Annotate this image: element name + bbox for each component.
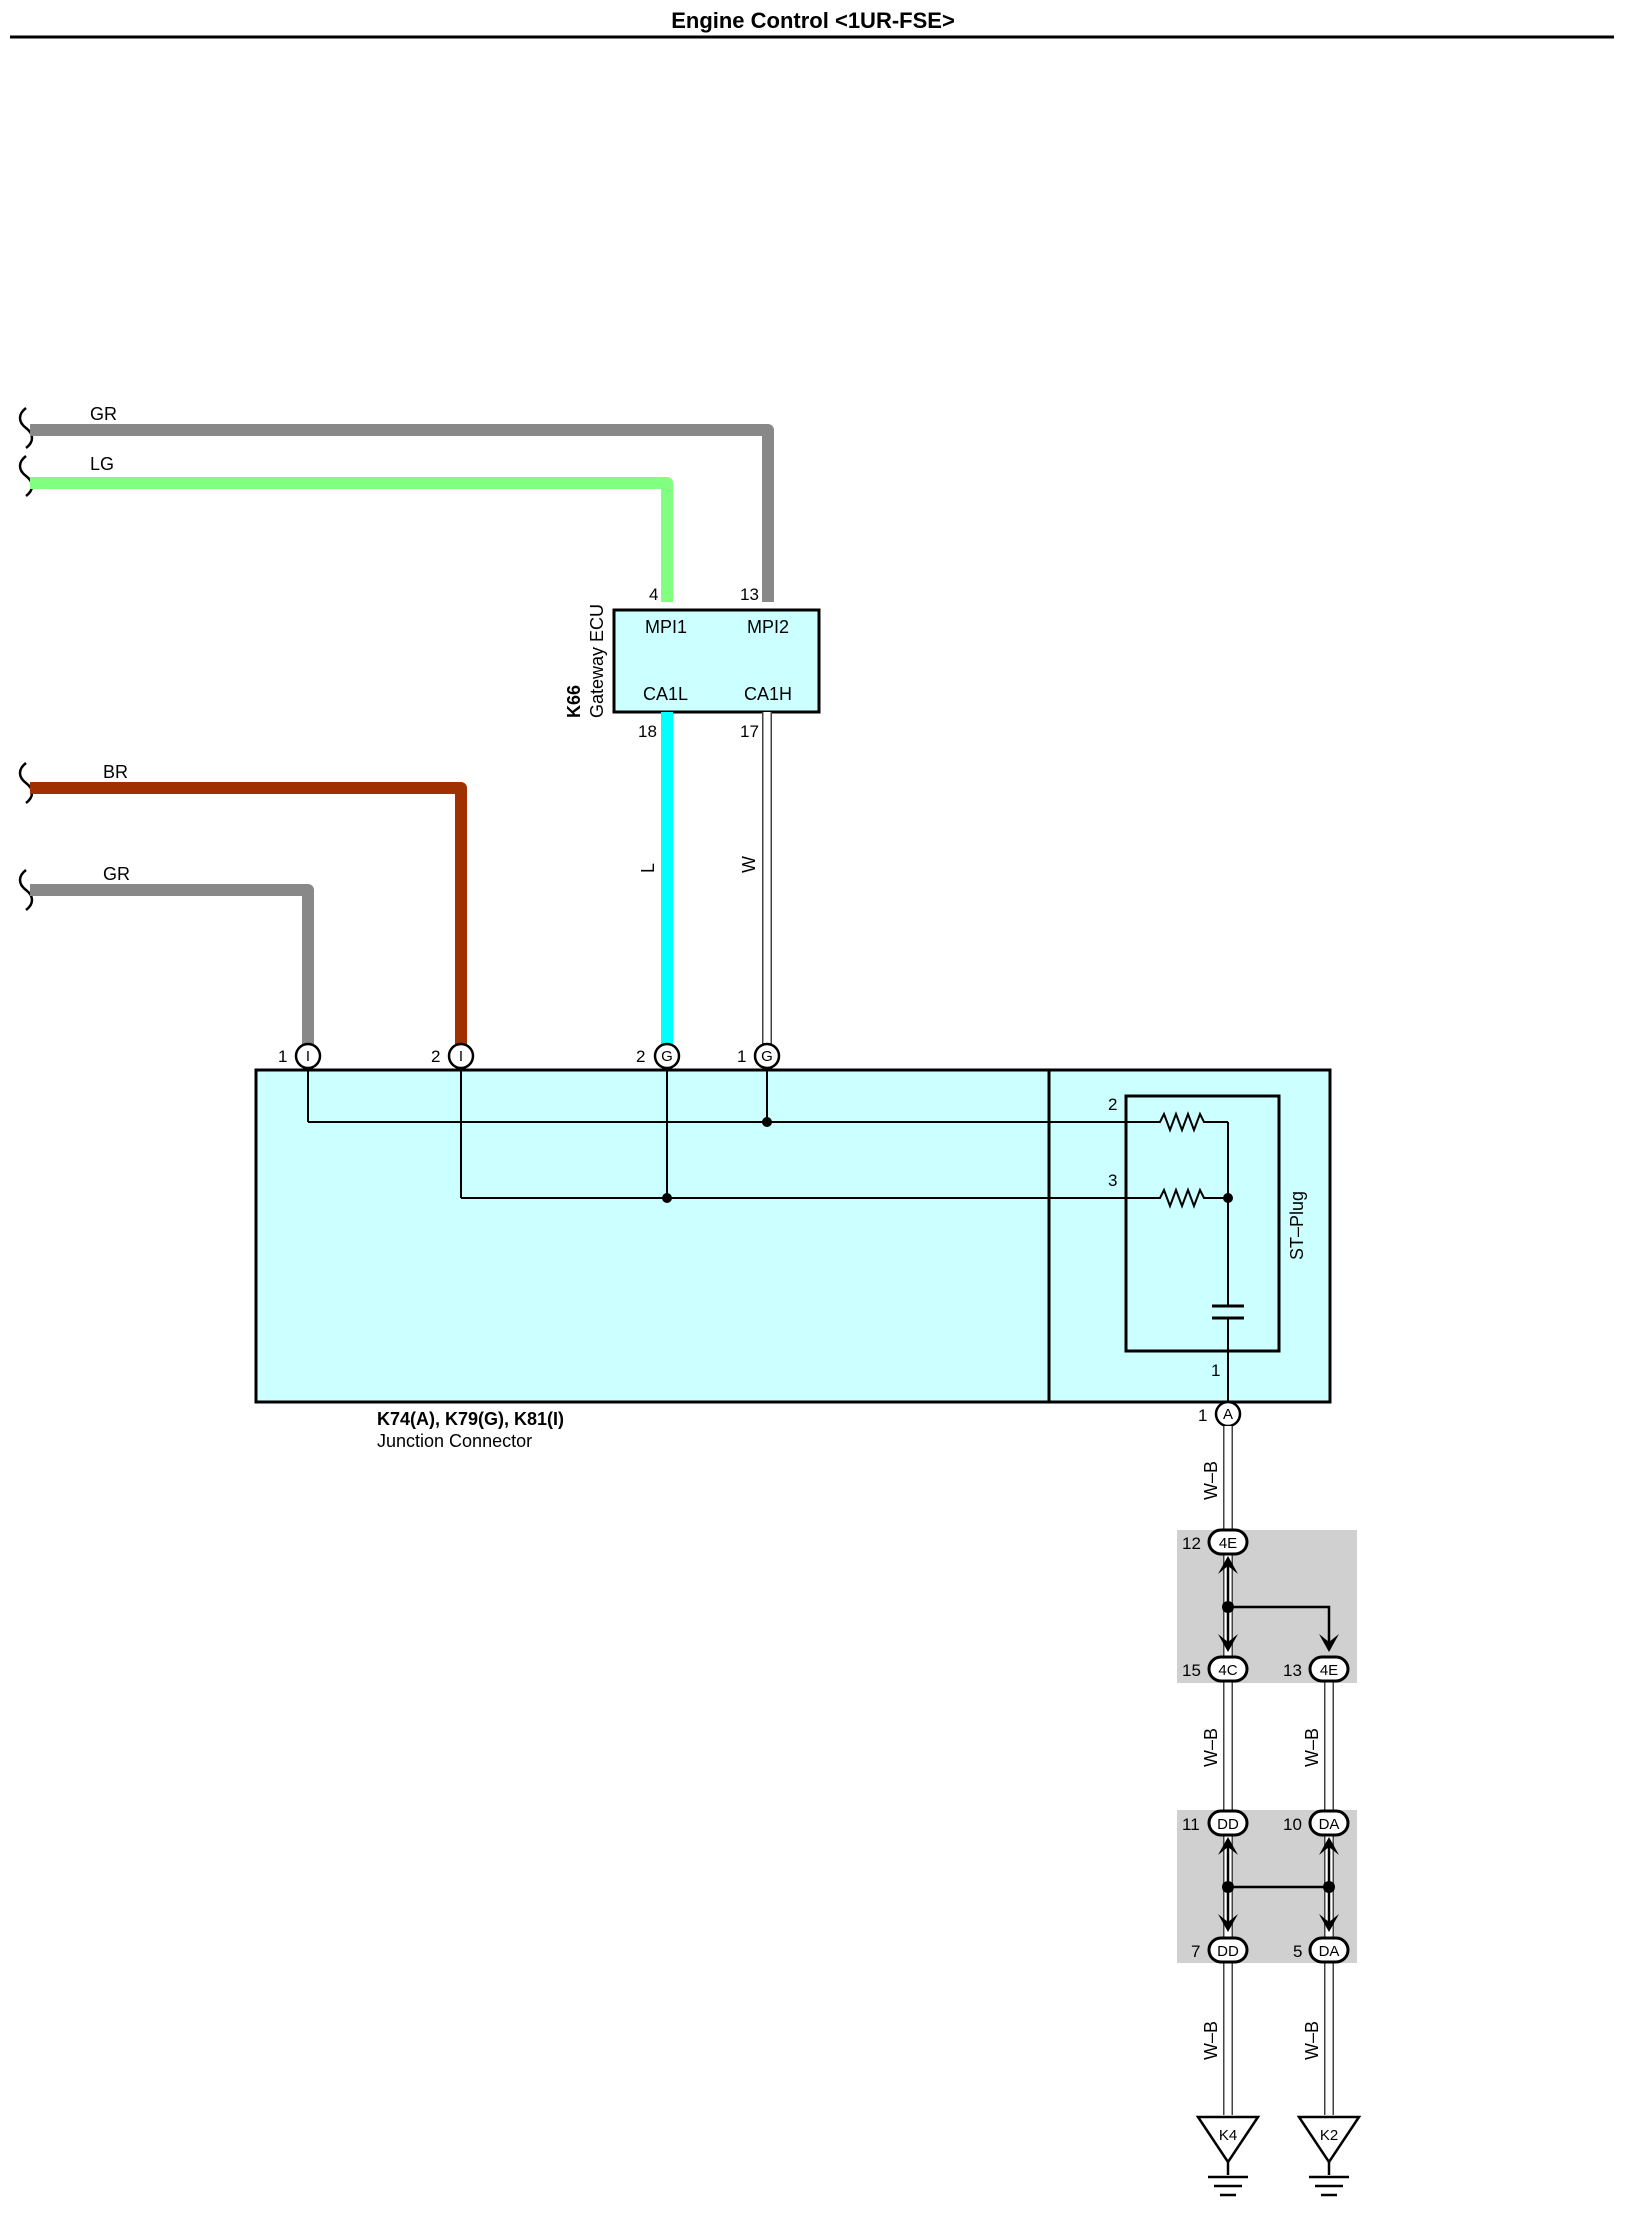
junction-pin-4-num: 1 — [737, 1047, 746, 1066]
ecu-pin-ca1h-label: CA1H — [744, 684, 792, 704]
junction-pin-2-num: 2 — [431, 1047, 440, 1066]
st-plug-pin-3: 3 — [1108, 1171, 1117, 1190]
joint-4-conn: DA — [1319, 1816, 1340, 1833]
wire-label-w: W — [739, 856, 759, 873]
joint-5-conn: DD — [1217, 1943, 1239, 1960]
ecu-pin-17-num: 17 — [740, 722, 759, 741]
ecu-name: Gateway ECU — [587, 604, 607, 718]
wire-break-icon — [18, 407, 34, 911]
ecu-pin-4-num: 4 — [649, 585, 658, 604]
junction-internal-wiring — [307, 1068, 1155, 1199]
connector-arrow-icon — [1218, 1556, 1339, 1932]
wire-br — [30, 782, 467, 1044]
ground-k2-label: K2 — [1320, 2127, 1338, 2144]
st-plug-box — [1124, 1094, 1281, 1353]
st-plug-pin-1: 1 — [1211, 1361, 1220, 1380]
capacitor-icon — [1212, 1122, 1244, 1402]
joint-0-num: 12 — [1182, 1534, 1201, 1553]
page-title: Engine Control <1UR-FSE> — [671, 8, 955, 33]
wire-lg — [30, 477, 673, 602]
wire-label-gr-top: GR — [90, 404, 117, 424]
wire-label-gr-bottom: GR — [103, 864, 130, 884]
junction-pin-3-conn: G — [661, 1048, 673, 1065]
splice-dot-icon — [1222, 1601, 1335, 1893]
wire-label-l: L — [638, 863, 658, 873]
joint-6-num: 5 — [1293, 1942, 1302, 1961]
junction-pin-3-num: 2 — [636, 1047, 645, 1066]
wire-label-wb-5: W–B — [1302, 2021, 1322, 2060]
gateway-ecu-box — [612, 608, 821, 714]
joint-1-num: 15 — [1182, 1661, 1201, 1680]
ecu-pin-ca1l-label: CA1L — [643, 684, 688, 704]
ecu-code: K66 — [564, 685, 584, 718]
junction-name: Junction Connector — [377, 1431, 532, 1451]
wire-label-wb-2: W–B — [1201, 1728, 1221, 1767]
junction-connector-box — [254, 1068, 1332, 1404]
joint-5-num: 7 — [1191, 1942, 1200, 1961]
ecu-pin-18-num: 18 — [638, 722, 657, 741]
wire-label-wb-1: W–B — [1201, 1461, 1221, 1500]
joint-1-conn: 4C — [1218, 1662, 1237, 1679]
wire-wb — [1223, 1426, 1334, 2115]
joint-6-conn: DA — [1319, 1943, 1340, 1960]
ecu-pin-13-num: 13 — [740, 585, 759, 604]
junction-pin-2-conn: I — [459, 1048, 463, 1065]
ecu-pin-mpi2-label: MPI2 — [747, 617, 789, 637]
ground-k4-label: K4 — [1219, 2127, 1237, 2144]
junction-pin-a-conn: A — [1223, 1406, 1233, 1423]
junction-code: K74(A), K79(G), K81(I) — [377, 1409, 564, 1429]
ground-icon — [1195, 2115, 1261, 2197]
connector-pin-icon — [294, 1042, 781, 1070]
joint-connector-icon — [1207, 1528, 1350, 1964]
junction-pin-1-conn: I — [306, 1048, 310, 1065]
ground-icon — [1296, 2115, 1362, 2197]
wire-label-wb-3: W–B — [1302, 1728, 1322, 1767]
joint-2-num: 13 — [1283, 1661, 1302, 1680]
joint-0-conn: 4E — [1219, 1535, 1237, 1552]
joint-2-conn: 4E — [1320, 1662, 1338, 1679]
wire-label-br: BR — [103, 762, 128, 782]
junction-pin-a-num: 1 — [1198, 1406, 1207, 1425]
wire-gr-bottom — [30, 884, 314, 1044]
junction-pin-4-conn: G — [761, 1048, 773, 1065]
wire-gr-top — [30, 424, 774, 602]
wire-label-wb-4: W–B — [1201, 2021, 1221, 2060]
resistor-icon — [1155, 1111, 1228, 1209]
ecu-pin-mpi1-label: MPI1 — [645, 617, 687, 637]
junction-pin-1-num: 1 — [278, 1047, 287, 1066]
joint-4-num: 10 — [1283, 1815, 1302, 1834]
wire-label-lg: LG — [90, 454, 114, 474]
st-plug-pin-2: 2 — [1108, 1095, 1117, 1114]
joint-3-num: 11 — [1182, 1815, 1200, 1834]
st-plug-label: ST–Plug — [1287, 1191, 1307, 1260]
joint-3-conn: DD — [1217, 1816, 1239, 1833]
